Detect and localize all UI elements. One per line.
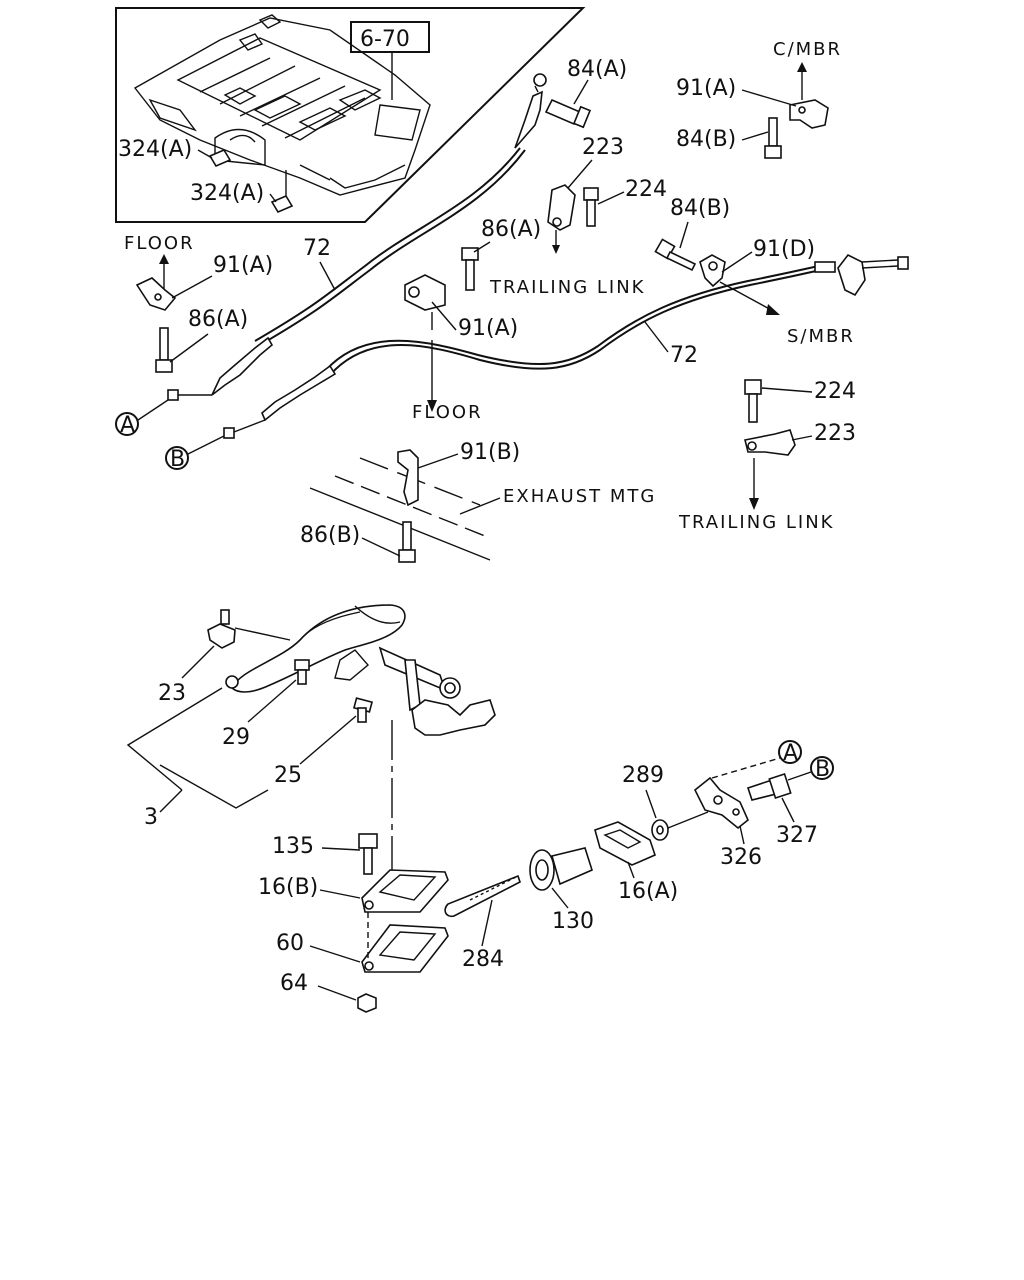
- c-mbr-label: C/MBR: [773, 39, 842, 60]
- bolt-29[interactable]: [294, 659, 310, 685]
- inset-frame: [115, 7, 586, 223]
- label-72-left: 72: [303, 236, 331, 261]
- label-223-right: 223: [814, 421, 856, 446]
- washer-289[interactable]: [651, 819, 669, 841]
- bolt-86a-mid[interactable]: [461, 247, 479, 291]
- inset-label-324a-lower: 324(A): [190, 181, 264, 206]
- label-25: 25: [274, 763, 302, 788]
- label-86a-left: 86(A): [188, 307, 248, 332]
- label-91d: 91(D): [753, 237, 815, 262]
- label-84b-top: 84(B): [676, 127, 736, 152]
- bracket-91b[interactable]: [397, 449, 419, 507]
- label-224-right: 224: [814, 379, 856, 404]
- label-135: 135: [272, 834, 314, 859]
- bracket-16b[interactable]: [361, 869, 449, 913]
- label-3: 3: [144, 805, 158, 830]
- screw-25[interactable]: [352, 697, 374, 723]
- label-91b: 91(B): [460, 440, 520, 465]
- label-289: 289: [622, 763, 664, 788]
- label-224-top: 224: [625, 177, 667, 202]
- clip-91a-mid[interactable]: [404, 274, 446, 311]
- label-29: 29: [222, 725, 250, 750]
- label-327: 327: [776, 823, 818, 848]
- floor-panel-inset: 6-70 324(A) 324(A): [115, 7, 586, 223]
- label-23: 23: [158, 681, 186, 706]
- label-16a: 16(A): [618, 879, 678, 904]
- nut-64[interactable]: [357, 993, 377, 1013]
- label-64: 64: [280, 971, 308, 996]
- connector-a-left-label: A: [120, 413, 135, 438]
- label-16b: 16(B): [258, 875, 318, 900]
- clamp-223-right[interactable]: [744, 429, 796, 456]
- label-223-top: 223: [582, 135, 624, 160]
- connector-a-right-label: A: [783, 741, 798, 766]
- clip-91a-left[interactable]: [135, 277, 177, 311]
- label-84a: 84(A): [567, 57, 627, 82]
- cable-72-left[interactable]: [167, 73, 547, 401]
- bolt-84a[interactable]: [544, 98, 592, 129]
- trailing-link-top: TRAILING LINK: [489, 277, 645, 298]
- bracket-60[interactable]: [361, 924, 449, 973]
- bracket-16a[interactable]: [594, 821, 656, 866]
- label-84b-mid: 84(B): [670, 196, 730, 221]
- label-86b: 86(B): [300, 523, 360, 548]
- label-91a-mid: 91(A): [458, 316, 518, 341]
- cable-72-right[interactable]: [223, 253, 909, 439]
- bolt-84b-mid[interactable]: [654, 238, 697, 272]
- bolt-86a-left[interactable]: [155, 327, 173, 373]
- label-91a-top: 91(A): [676, 76, 736, 101]
- bolt-86b[interactable]: [398, 521, 416, 563]
- switch-23[interactable]: [207, 609, 236, 649]
- floor-label-left: FLOOR: [124, 233, 195, 254]
- trailing-link-bottom: TRAILING LINK: [678, 512, 834, 533]
- label-326: 326: [720, 845, 762, 870]
- grommet-130[interactable]: [529, 847, 593, 891]
- bolt-224-right[interactable]: [744, 379, 762, 423]
- ref-box-6-70[interactable]: [350, 21, 430, 53]
- bolt-135[interactable]: [358, 833, 378, 875]
- bolt-327[interactable]: [746, 773, 792, 801]
- bolt-84b-top[interactable]: [764, 117, 782, 159]
- label-60: 60: [276, 931, 304, 956]
- inset-label-324a-upper: 324(A): [118, 137, 192, 162]
- clip-91a-top[interactable]: [789, 99, 829, 129]
- parking-brake-lever[interactable]: [225, 604, 496, 736]
- label-72-right: 72: [670, 343, 698, 368]
- connector-b-right[interactable]: B: [787, 756, 834, 782]
- ref-box-label: 6-70: [360, 27, 410, 52]
- floor-label-mid: FLOOR: [412, 402, 483, 423]
- connector-a-right[interactable]: A: [778, 740, 802, 766]
- bolt-224-top[interactable]: [583, 187, 599, 227]
- hatch-lines: [309, 457, 491, 561]
- label-91a-left: 91(A): [213, 253, 273, 278]
- clip-91d[interactable]: [699, 254, 726, 288]
- connector-b-left[interactable]: B: [165, 435, 225, 472]
- rod-284[interactable]: [444, 874, 521, 918]
- connector-b-left-label: B: [170, 447, 185, 472]
- bracket-326[interactable]: [693, 776, 749, 830]
- label-86a-mid: 86(A): [481, 217, 541, 242]
- connector-a-left[interactable]: A: [115, 399, 169, 438]
- connector-b-right-label: B: [815, 757, 830, 782]
- s-mbr-label: S/MBR: [787, 326, 855, 347]
- floor-panel-drawing: [133, 14, 431, 214]
- label-284: 284: [462, 947, 504, 972]
- label-130: 130: [552, 909, 594, 934]
- clamp-223-top[interactable]: [547, 184, 576, 254]
- exhaust-mtg-label: EXHAUST MTG: [503, 486, 656, 507]
